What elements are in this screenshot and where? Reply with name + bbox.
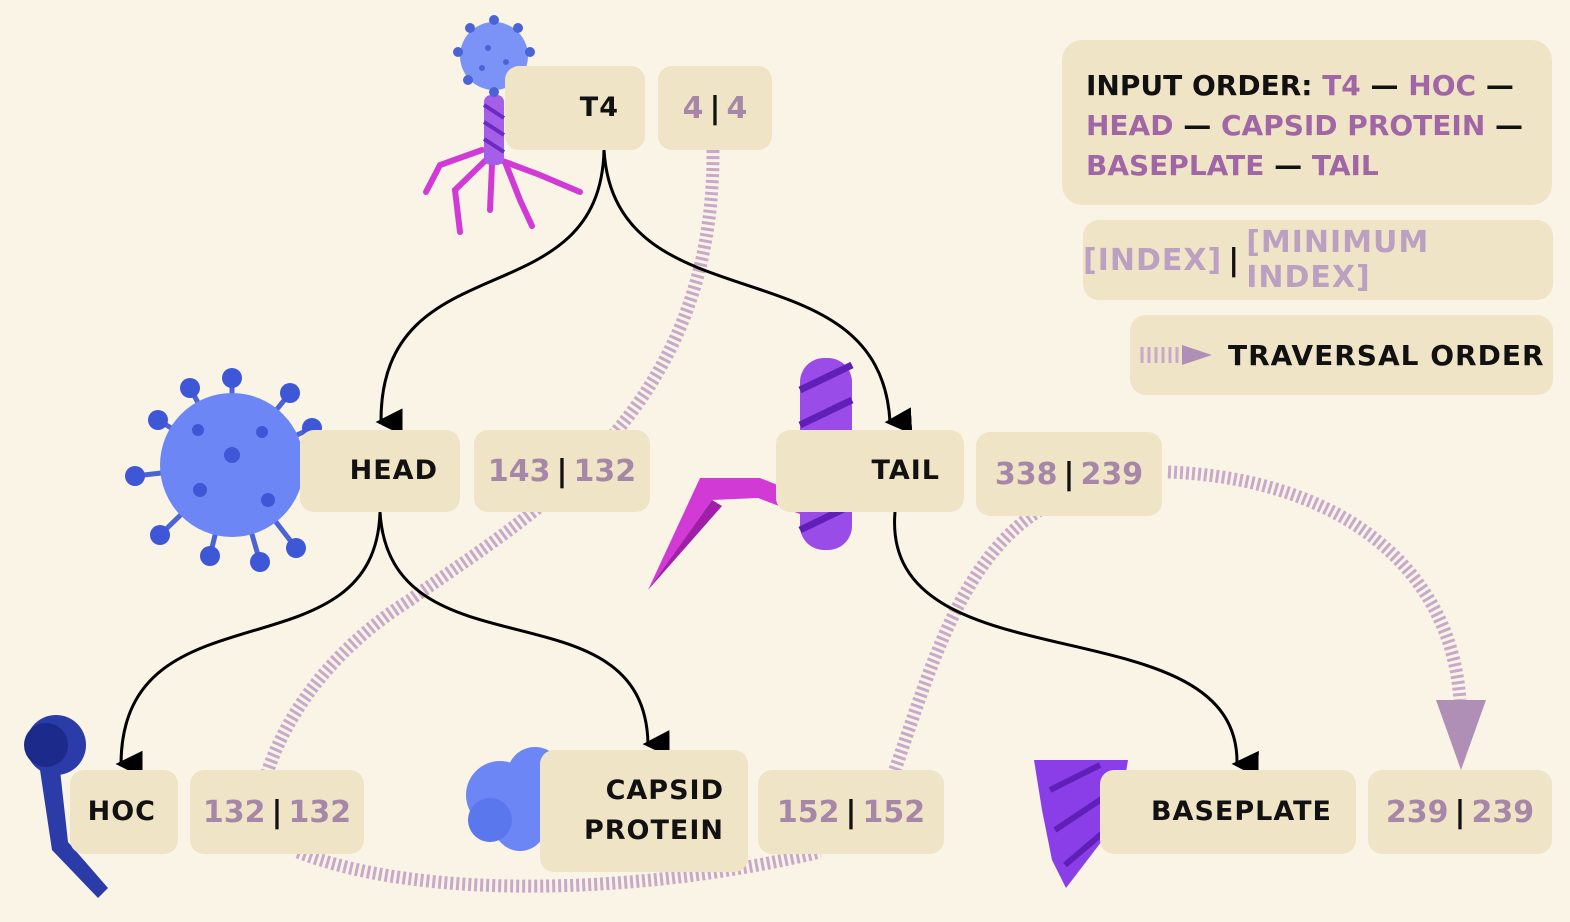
separator: | (845, 794, 857, 830)
node-hoc-index-value: 132 (202, 794, 266, 830)
separator: | (1228, 242, 1241, 278)
hoc-protein-icon (24, 715, 108, 898)
input-order-item: CAPSID PROTEIN (1220, 109, 1486, 142)
legend-traversal-order: TRAVERSAL ORDER (1130, 315, 1553, 395)
dash: — (1370, 69, 1399, 102)
node-t4-index: 4|4 (658, 66, 772, 150)
edge-head-hoc (115, 511, 382, 778)
node-head-index: 143|132 (474, 430, 650, 512)
node-baseplate-index: 239|239 (1368, 770, 1552, 854)
tree-edges (115, 149, 1259, 778)
node-capsid: CAPSID PROTEIN (540, 750, 748, 872)
node-tail-label: TAIL (871, 455, 940, 486)
edge-head-capsid (378, 511, 670, 758)
traversal-arrowhead (1436, 700, 1486, 770)
separator: | (556, 453, 568, 489)
node-hoc-label: HOC (87, 796, 156, 827)
separator: | (1063, 456, 1075, 492)
node-hoc: HOC (70, 770, 178, 854)
node-capsid-index-value: 152 (776, 794, 840, 830)
traversal-capsid-to-tail (888, 504, 1044, 773)
legend-index-label: [INDEX] (1083, 242, 1223, 278)
virus-head-icon (125, 368, 335, 572)
node-t4-min-index-value: 4 (726, 90, 748, 126)
traversal-hoc-to-capsid (295, 845, 822, 893)
dash: — (1485, 69, 1514, 102)
traversal-path (255, 149, 1467, 893)
node-capsid-index: 152|152 (758, 770, 944, 854)
node-tail: TAIL (776, 430, 964, 512)
node-tail-index-value: 338 (994, 456, 1058, 492)
traversal-order-label: TRAVERSAL ORDER (1228, 338, 1545, 372)
separator: | (709, 90, 721, 126)
legend-input-order: INPUT ORDER: T4 — HOC — HEAD — CAPSID PR… (1062, 40, 1552, 205)
dash: — (1495, 109, 1524, 142)
node-baseplate: BASEPLATE (1100, 770, 1356, 854)
node-t4: T4 (505, 66, 645, 150)
node-head-min-index-value: 132 (573, 453, 637, 489)
node-head-label: HEAD (349, 455, 438, 486)
edge-t4-head (375, 149, 606, 436)
node-capsid-label-line2: PROTEIN (583, 815, 724, 846)
traversal-tail-to-baseplate (1167, 465, 1467, 701)
input-order-prefix: INPUT ORDER: (1086, 69, 1313, 102)
node-baseplate-min-index-value: 239 (1471, 794, 1535, 830)
node-head: HEAD (300, 430, 460, 512)
traversal-t4-to-hoc (255, 149, 720, 792)
edge-tail-baseplate (893, 511, 1259, 778)
node-baseplate-index-value: 239 (1385, 794, 1449, 830)
legend-min-index-label: [MINIMUM INDEX] (1246, 225, 1430, 295)
input-order-item: HEAD (1086, 109, 1174, 142)
node-hoc-index: 132|132 (190, 770, 364, 854)
node-tail-min-index-value: 239 (1080, 456, 1144, 492)
input-order-item: T4 (1322, 69, 1361, 102)
node-tail-index: 338|239 (976, 432, 1162, 516)
node-t4-label: T4 (579, 92, 619, 123)
node-hoc-min-index-value: 132 (288, 794, 352, 830)
edge-t4-tail (602, 149, 913, 435)
node-capsid-label-line1: CAPSID (605, 775, 724, 806)
legend-index-format: [INDEX]|[MINIMUM INDEX] (1083, 220, 1553, 300)
dash: — (1274, 149, 1303, 182)
traversal-arrow-icon (1140, 345, 1212, 365)
node-baseplate-label: BASEPLATE (1150, 796, 1332, 827)
separator: | (271, 794, 283, 830)
input-order-item: TAIL (1311, 149, 1379, 182)
input-order-item: HOC (1408, 69, 1477, 102)
node-head-index-value: 143 (487, 453, 551, 489)
separator: | (1454, 794, 1466, 830)
node-t4-index-value: 4 (682, 90, 704, 126)
input-order-item: BASEPLATE (1086, 149, 1265, 182)
node-capsid-min-index-value: 152 (862, 794, 926, 830)
dash: — (1183, 109, 1212, 142)
